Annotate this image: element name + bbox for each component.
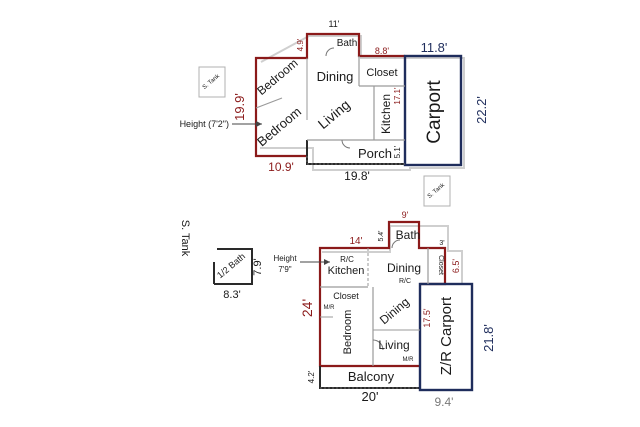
dim-balcony-side: 4.2': [307, 370, 316, 383]
room-label-kitchen: Kitchen: [328, 265, 365, 277]
room-label-closet: Closet: [366, 67, 397, 79]
mr-closet-label: M/R: [324, 305, 336, 311]
half-bath-side-dim: 7.9': [252, 258, 264, 275]
half-bath-width-dim: 8.3': [223, 289, 240, 301]
room-label-balcony: Balcony: [348, 369, 395, 384]
room-label-closet-right: Closet: [437, 255, 444, 275]
dim-closet-top: 8.8': [375, 46, 390, 56]
room-label-closet-left: Closet: [333, 291, 359, 301]
half-bath-wall: [214, 248, 253, 285]
septic-tank-right: [423, 175, 451, 207]
room-label-dining-lower: Dining: [377, 295, 412, 328]
upper-floor-plan: Bath Bedroom Bedroom Dining Closet Livin…: [180, 19, 489, 207]
dim-carport-side: 22.2': [474, 96, 489, 124]
height-note: Height (7'2"): [180, 119, 229, 129]
half-bath-label: 1/2 Bath: [215, 251, 247, 280]
dim-bath-side: 5.4': [378, 230, 385, 241]
room-label-porch: Porch: [358, 146, 392, 161]
septic-tank-left: [198, 66, 226, 98]
dim-carport-top: 11.8': [421, 40, 448, 55]
room-label-dining-upper: Dining: [387, 261, 421, 275]
rc-dining-label: R/C: [399, 278, 411, 285]
room-label-living: Living: [378, 338, 409, 352]
dim-closet-mark: 3': [439, 240, 444, 247]
interior-wall: [255, 97, 283, 109]
rc-kitchen-label: R/C: [340, 255, 354, 264]
room-label-carport: Z/R Carport: [438, 296, 455, 375]
dim-porch-side: 5.1': [393, 145, 402, 158]
door-arc: [325, 47, 335, 57]
dim-bottom-total: 20': [362, 389, 379, 404]
dim-closet-side: 6.5': [451, 259, 461, 274]
door-arc: [391, 239, 401, 249]
height-pointer-arrow: [256, 121, 262, 127]
dim-bath-side: 4.9': [296, 38, 305, 51]
height-line-2: 7'9": [278, 265, 291, 274]
lower-carport-wall: [418, 282, 474, 392]
room-label-carport: Carport: [424, 80, 445, 144]
lower-wall-red: [318, 220, 447, 368]
door-arc: [341, 139, 351, 149]
dim-top-left: 14': [349, 236, 362, 247]
dim-bottom-left: 10.9': [268, 160, 294, 174]
dim-left-height: 24': [299, 299, 315, 317]
room-label-kitchen: Kitchen: [379, 94, 393, 134]
height-line-1: Height: [273, 254, 297, 263]
dim-carport-bottom: 9.4': [435, 395, 454, 409]
room-label-bedroom-bottom: Bedroom: [254, 104, 304, 149]
height-pointer-arrow: [324, 259, 330, 265]
lower-floor-plan: Height 7'9" Bath R/C Kitchen Dining R/C …: [179, 210, 496, 409]
dim-left-height: 19.9': [232, 93, 247, 121]
room-label-dining: Dining: [317, 69, 354, 84]
upper-carport-wall: [403, 54, 463, 167]
room-label-living: Living: [315, 96, 353, 132]
dim-top-bath: 11': [328, 19, 339, 29]
room-label-bath: Bath: [337, 38, 358, 49]
mr-living-label: M/R: [403, 357, 415, 363]
room-label-bath: Bath: [396, 228, 421, 242]
dim-bottom-total: 19.8': [344, 169, 370, 183]
tank-label-lower: S. Tank: [179, 220, 191, 257]
door-arc: [372, 339, 384, 351]
lower-shadow: [322, 225, 463, 285]
dim-carport-side: 21.8': [481, 324, 496, 352]
dim-kitchen-side: 17.1': [393, 87, 402, 105]
dim-carport-inner: 17.5': [422, 308, 432, 328]
upper-shadow: [260, 35, 465, 171]
room-label-bedroom: Bedroom: [342, 310, 354, 355]
dim-bath-top: 9': [402, 210, 409, 220]
upper-wall-red: [254, 32, 405, 158]
